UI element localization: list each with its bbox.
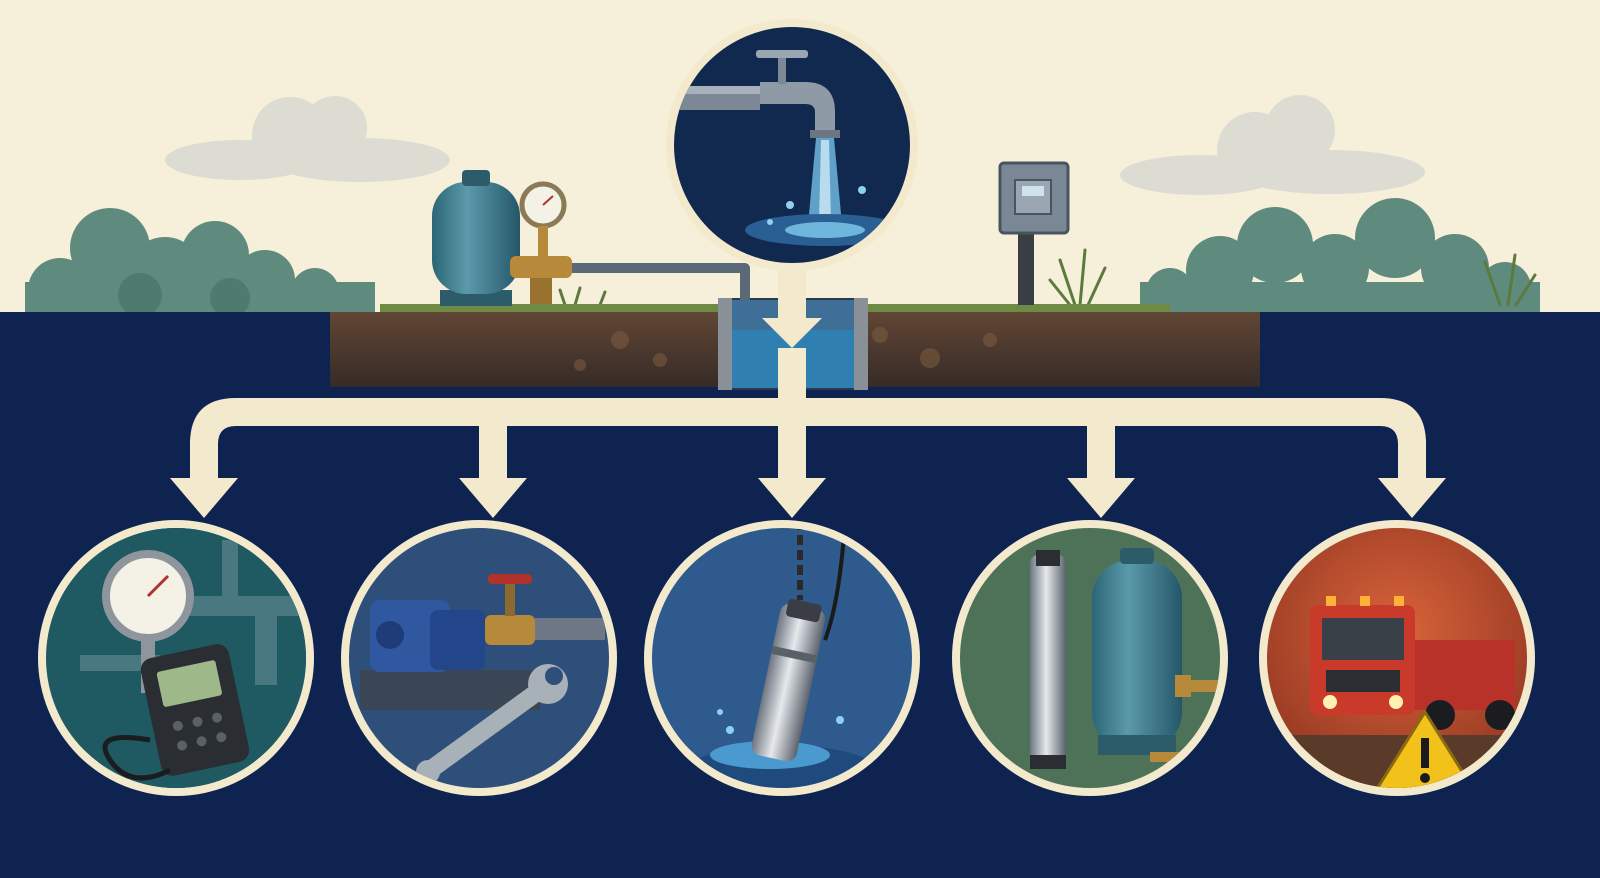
supply-pipe xyxy=(572,263,750,300)
bushes-left xyxy=(25,208,375,322)
branch-node-2 xyxy=(341,520,617,796)
pump-and-pressure-tank-icon xyxy=(1030,548,1220,769)
arrow-down-into-well xyxy=(762,262,822,348)
bushes-right xyxy=(1140,198,1540,316)
branch-node-4 xyxy=(952,520,1228,796)
grass-tufts xyxy=(558,248,1537,307)
branch-node-1 xyxy=(38,520,314,796)
service-truck-warning-icon xyxy=(1270,596,1527,788)
bushes-left-dark xyxy=(118,273,250,318)
pressure-tank-icon xyxy=(432,170,520,306)
pump-valve-and-wrench-icon xyxy=(360,574,605,784)
branch-node-3 xyxy=(644,520,920,796)
branch-bar xyxy=(190,398,1426,444)
pressure-gauge-and-multimeter-icon xyxy=(60,528,306,788)
branch-node-5 xyxy=(1259,520,1535,796)
connector-arrows xyxy=(170,262,1446,518)
faucet-running-water-icon xyxy=(666,19,918,271)
cloud-right xyxy=(1120,95,1425,195)
branch-arrows xyxy=(170,418,1446,518)
submersible-pump-icon xyxy=(682,528,882,788)
soil-texture xyxy=(574,327,997,371)
control-box-icon xyxy=(998,161,1070,305)
pressure-gauge-icon xyxy=(510,181,572,304)
cloud-left xyxy=(165,96,450,182)
